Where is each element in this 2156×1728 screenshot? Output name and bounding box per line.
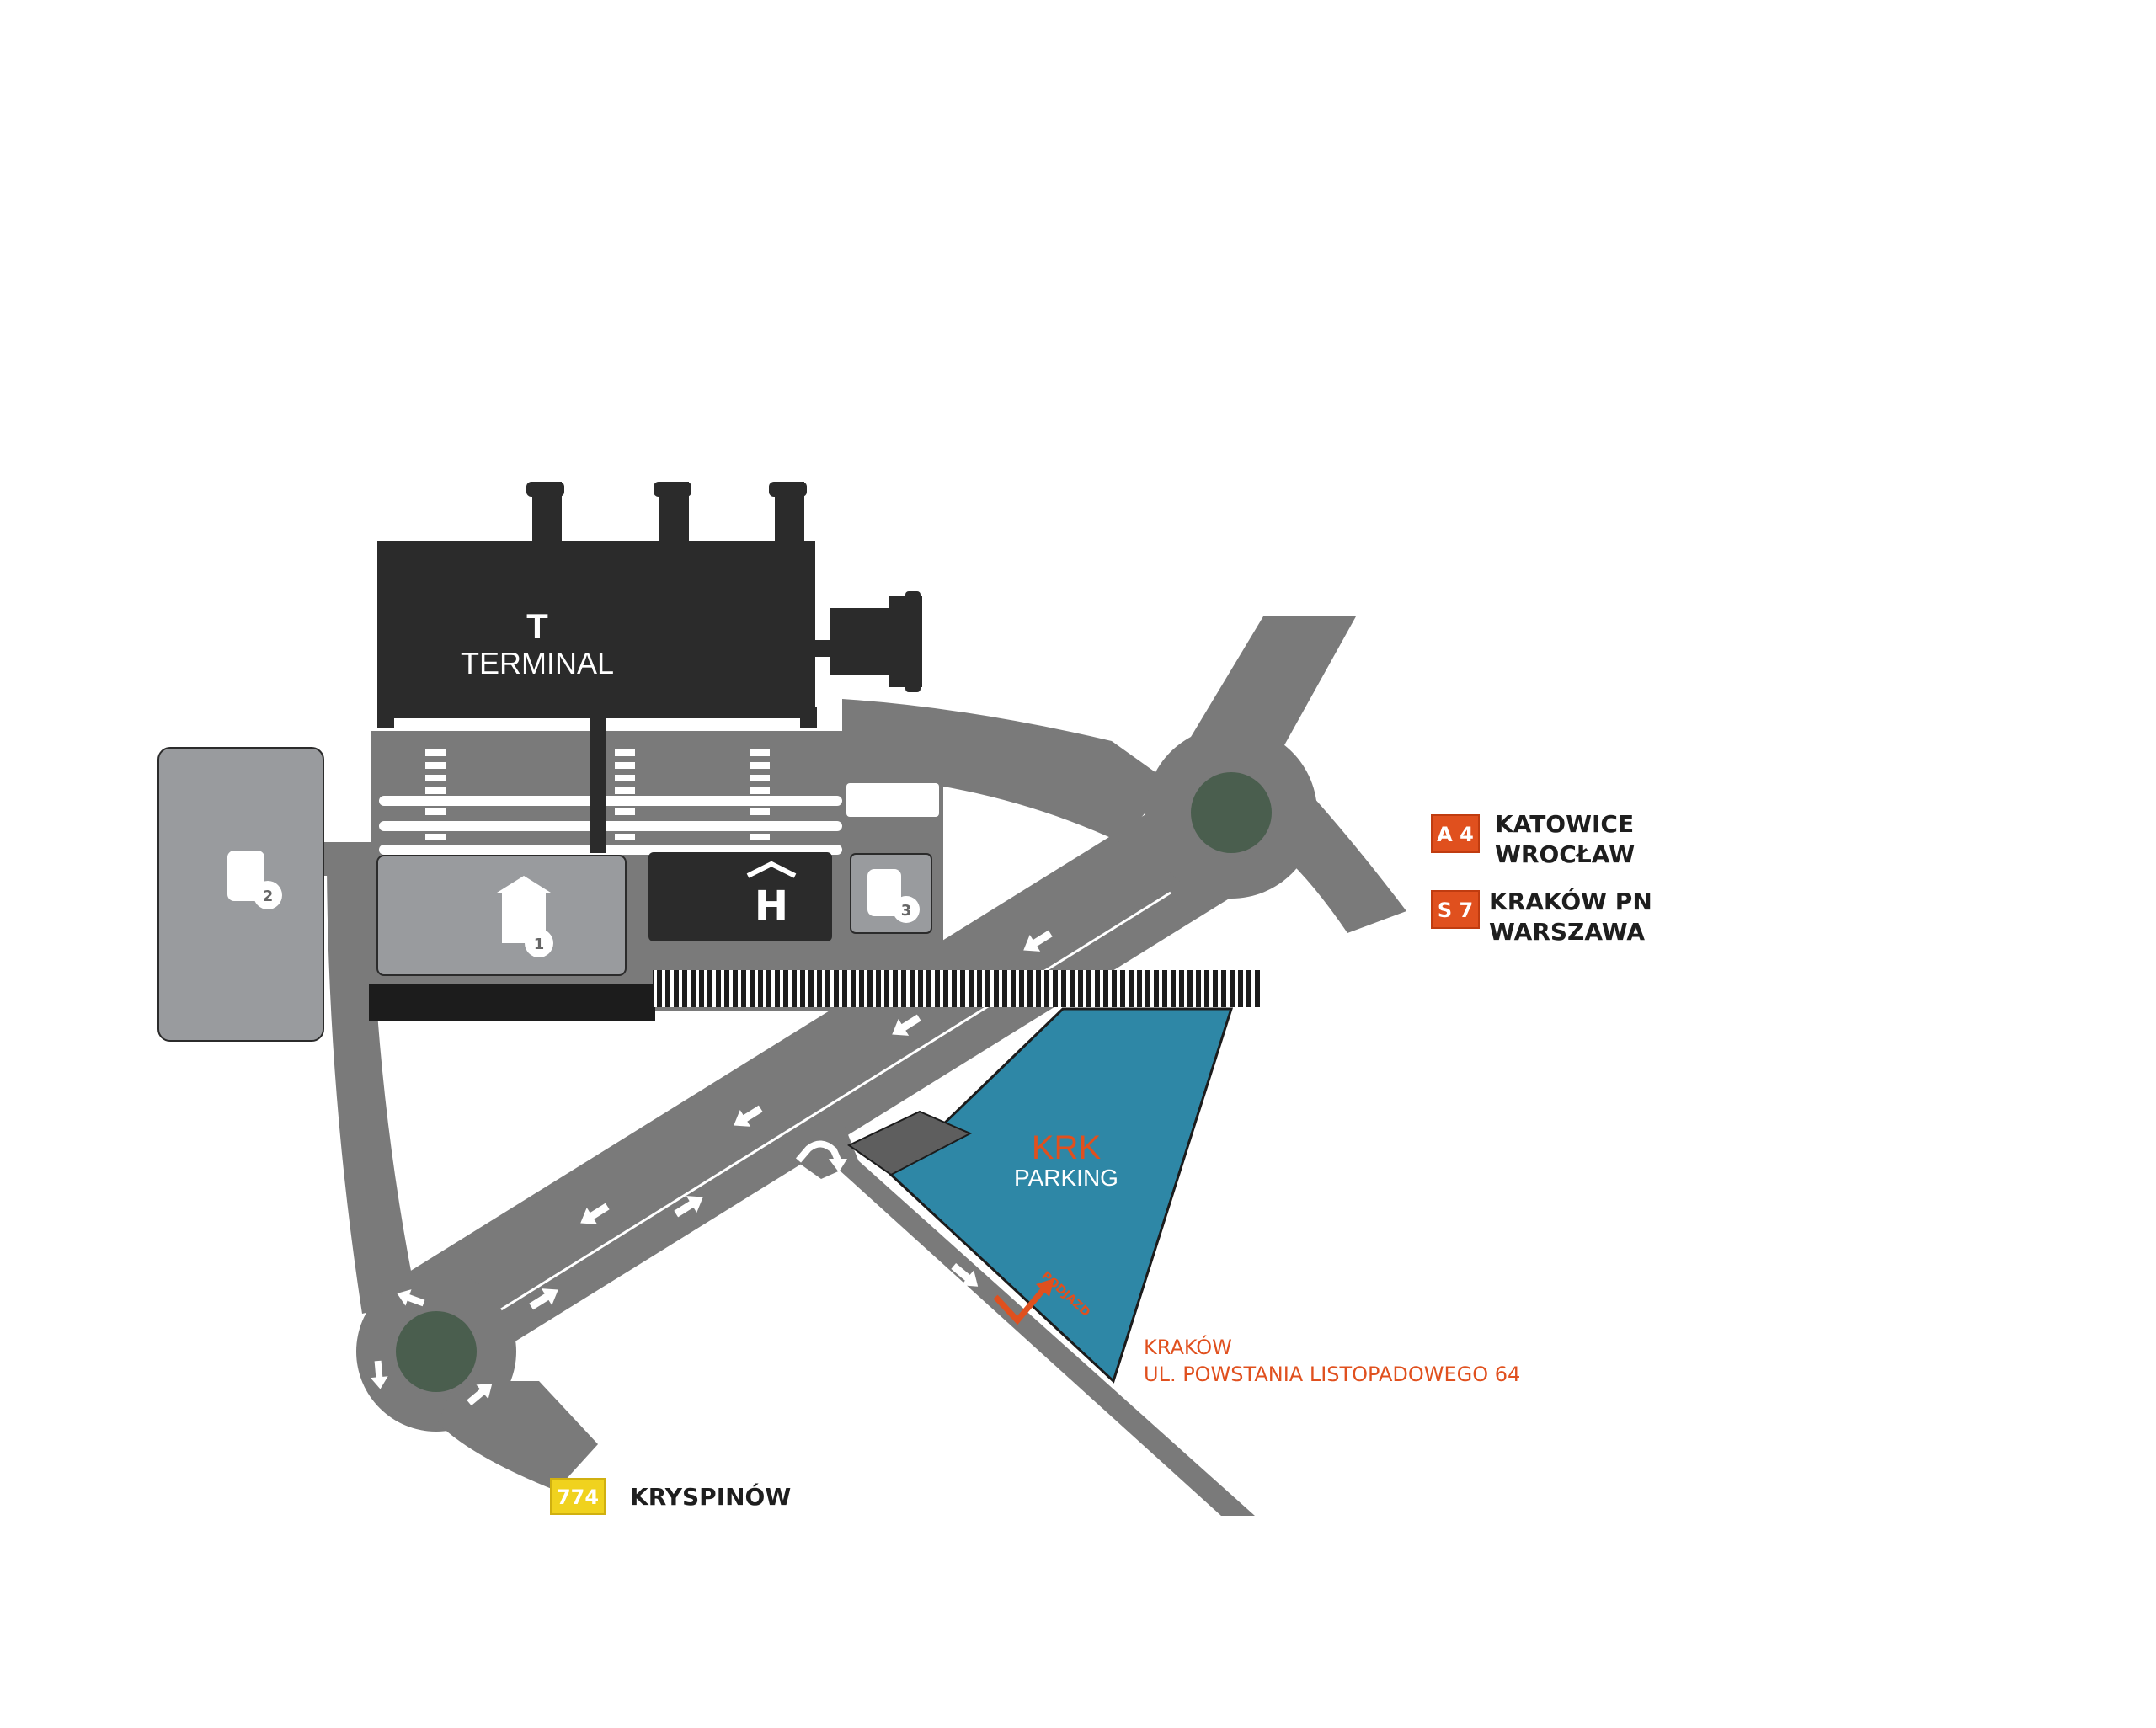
destination-krakow: KRAKÓW UL. POWSTANIA LISTOPADOWEGO 64 — [1144, 1334, 1520, 1386]
a4-badge-text: A 4 — [1437, 823, 1474, 846]
s7-line2: WARSZAWA — [1489, 918, 1645, 946]
south-road-774 — [438, 1381, 598, 1491]
direction-arrows — [369, 925, 1056, 1411]
destination-a4: A 4 KATOWICE WROCŁAW — [1431, 810, 1635, 868]
parking-p1[interactable]: P 1 — [376, 855, 627, 976]
a4-line1: KATOWICE — [1495, 810, 1634, 838]
s7-badge — [1431, 890, 1480, 929]
u-turn-arrow-head-icon — [829, 1159, 847, 1172]
krakow-line1: KRAKÓW — [1144, 1334, 1232, 1359]
p1-number: 1 — [534, 936, 545, 953]
entrance-arrow-head-icon — [1036, 1278, 1054, 1297]
krakow-road — [821, 1154, 1255, 1516]
krk-parking-lot[interactable]: KRK PARKING PODJAZD — [847, 1007, 1234, 1384]
krk-parking-building — [847, 1110, 973, 1176]
terminal-name: TERMINAL — [461, 646, 614, 680]
main-diagonal-road — [396, 783, 1259, 1368]
a4-badge — [1431, 814, 1480, 853]
hotel-roof-icon — [746, 861, 797, 878]
parking-p2[interactable]: P 2 — [157, 747, 324, 1042]
lane-divider — [500, 891, 1171, 1311]
krk-subtitle: PARKING — [1014, 1165, 1118, 1191]
left-vertical-road — [327, 867, 417, 1314]
774-line1: KRYSPINÓW — [630, 1482, 791, 1511]
destination-774: 774 KRYSPINÓW — [550, 1478, 791, 1515]
destination-s7: S 7 KRAKÓW PN WARSZAWA — [1431, 887, 1652, 946]
774-badge-text: 774 — [557, 1485, 599, 1509]
terminal-building: T TERMINAL — [377, 482, 922, 853]
terminal-letter: T — [526, 606, 548, 646]
roads — [322, 616, 1406, 1516]
railway-solid — [369, 984, 655, 1021]
a4-line2: WROCŁAW — [1495, 840, 1635, 868]
south-roundabout-center — [396, 1311, 477, 1392]
railway-track — [653, 970, 1263, 1007]
parking-p3[interactable]: P 3 — [850, 853, 932, 934]
terminal-connector — [590, 718, 606, 853]
parking-icon — [867, 869, 901, 916]
p2-number: 2 — [263, 888, 274, 905]
hotel-building[interactable]: H — [648, 852, 832, 941]
hotel-letter: H — [755, 883, 788, 930]
covered-parking-icon — [497, 876, 551, 943]
krakow-line2: UL. POWSTANIA LISTOPADOWEGO 64 — [1144, 1363, 1520, 1386]
entrance-arrow-icon[interactable] — [993, 1286, 1047, 1325]
krk-title: KRK — [1032, 1129, 1102, 1166]
main-roundabout-center — [1191, 772, 1272, 853]
u-turn-arrow-icon — [795, 1140, 842, 1164]
s7-line1: KRAKÓW PN — [1489, 887, 1652, 915]
774-badge — [550, 1478, 606, 1515]
crosswalks — [425, 749, 770, 866]
s7-badge-text: S 7 — [1438, 899, 1473, 922]
p3-number: 3 — [901, 902, 912, 920]
